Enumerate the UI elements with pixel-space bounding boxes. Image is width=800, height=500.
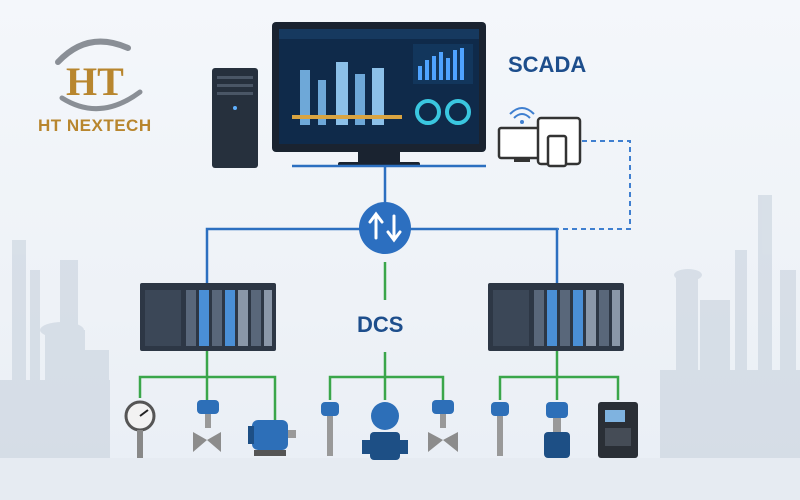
electric-motor — [248, 420, 296, 456]
dcs-controller-left — [140, 283, 276, 351]
bidirectional-arrows-icon — [359, 202, 411, 254]
control-valve — [193, 400, 221, 452]
scada-label: SCADA — [508, 52, 587, 77]
server-tower — [212, 68, 258, 168]
scada-monitor — [272, 22, 486, 167]
control-valve — [428, 400, 458, 452]
dcs-label: DCS — [357, 312, 404, 337]
mobile-devices — [497, 107, 582, 168]
temperature-transmitter — [491, 402, 509, 456]
brand-name: HT NEXTECH — [38, 116, 152, 135]
wireless-link — [557, 140, 631, 230]
logo-emblem: HT — [55, 38, 143, 112]
dcs-controller-right — [488, 283, 624, 351]
ground — [0, 458, 800, 500]
temperature-transmitter — [321, 402, 339, 456]
field-bus-links — [138, 262, 620, 420]
flow-meter — [362, 402, 408, 460]
refinery-background-left — [0, 240, 110, 460]
refinery-background-right — [660, 195, 800, 460]
pressure-transmitter — [544, 402, 570, 458]
pressure-gauge — [124, 400, 156, 458]
variable-frequency-drive — [598, 402, 638, 458]
logo-letters: HT — [66, 59, 124, 104]
